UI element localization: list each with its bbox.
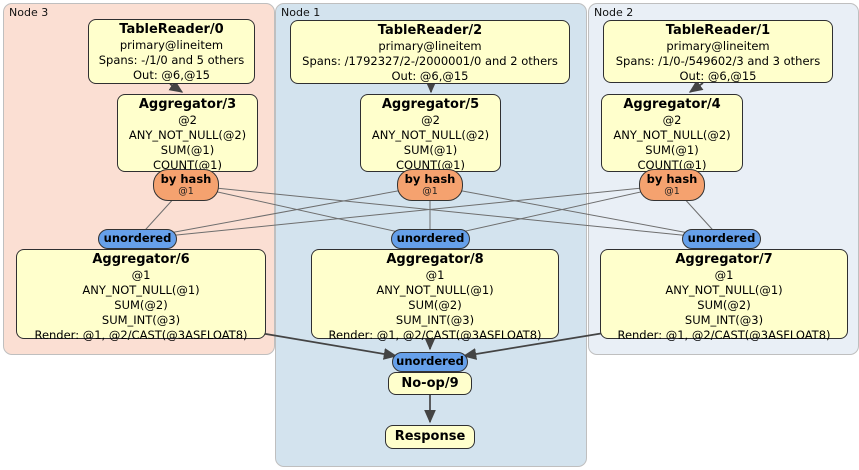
node-3-label: Node 3	[9, 6, 49, 19]
box-line: Render: @1, @2/CAST(@3ASFLOAT8)	[34, 328, 248, 342]
node-2-label: Node 2	[594, 6, 634, 19]
aggregator-7-box: Aggregator/7 @1 ANY_NOT_NULL(@1) SUM(@2)…	[600, 249, 848, 342]
hash-router-label: by hash	[160, 172, 212, 186]
box-line: ANY_NOT_NULL(@2)	[371, 128, 490, 142]
hash-router-label: by hash	[646, 172, 698, 186]
node-1-label: Node 1	[281, 6, 321, 19]
box-line: SUM_INT(@3)	[684, 313, 764, 327]
box-line: Render: @1, @2/CAST(@3ASFLOAT8)	[617, 328, 831, 342]
hash-router-label: by hash	[404, 172, 456, 186]
box-line: Out: @6,@15	[133, 68, 210, 82]
tablereader-0-box: TableReader/0 primary@lineitem Spans: -/…	[88, 19, 255, 84]
hash-router-columns: @1	[178, 186, 194, 197]
box-line: primary@lineitem	[378, 39, 482, 53]
box-line: Render: @1, @2/CAST(@3ASFLOAT8)	[328, 328, 542, 342]
unordered-sync-oval: unordered	[682, 229, 761, 249]
unordered-sync-oval: unordered	[391, 229, 470, 249]
box-line: SUM_INT(@3)	[395, 313, 475, 327]
processor-title: Aggregator/8	[386, 252, 484, 267]
box-line: Spans: /1792327/2-/2000001/0 and 2 other…	[302, 54, 558, 68]
aggregator-5-box: Aggregator/5 @2 ANY_NOT_NULL(@2) SUM(@1)…	[360, 94, 501, 172]
hash-router-oval: by hash @1	[153, 169, 219, 201]
box-line: @1	[131, 268, 151, 282]
hash-router-oval: by hash @1	[397, 169, 463, 201]
box-line: primary@lineitem	[666, 39, 770, 53]
aggregator-6-box: Aggregator/6 @1 ANY_NOT_NULL(@1) SUM(@2)…	[16, 249, 266, 342]
tablereader-2-box: TableReader/2 primary@lineitem Spans: /1…	[290, 20, 570, 84]
box-line: COUNT(@1)	[396, 158, 465, 172]
box-line: SUM(@2)	[408, 298, 462, 312]
box-line: ANY_NOT_NULL(@2)	[613, 128, 731, 142]
aggregator-3-box: Aggregator/3 @2 ANY_NOT_NULL(@2) SUM(@1)…	[117, 94, 258, 172]
processor-title: TableReader/1	[665, 23, 771, 38]
aggregator-4-box: Aggregator/4 @2 ANY_NOT_NULL(@2) SUM(@1)…	[601, 94, 743, 172]
processor-title: TableReader/0	[119, 22, 224, 37]
unordered-sync-oval: unordered	[98, 229, 177, 249]
box-line: Out: @6,@15	[391, 69, 469, 83]
box-line: SUM(@1)	[645, 143, 699, 157]
box-line: ANY_NOT_NULL(@2)	[128, 128, 247, 142]
box-line: SUM(@1)	[403, 143, 458, 157]
box-line: COUNT(@1)	[153, 158, 222, 172]
final-unordered-sync-oval: unordered	[392, 352, 468, 372]
box-line: SUM(@2)	[114, 298, 168, 312]
processor-title: Aggregator/3	[138, 97, 237, 112]
box-line: Out: @6,@15	[679, 69, 757, 83]
box-line: COUNT(@1)	[637, 158, 707, 172]
noop-box: No-op/9	[388, 372, 472, 395]
box-line: ANY_NOT_NULL(@1)	[376, 283, 494, 297]
response-box: Response	[385, 425, 475, 449]
hash-router-columns: @1	[664, 186, 680, 197]
box-line: @2	[178, 113, 197, 127]
box-line: Spans: /1/0-/549602/3 and 3 others	[615, 54, 821, 68]
processor-title: Aggregator/5	[381, 97, 480, 112]
hash-router-oval: by hash @1	[639, 169, 705, 201]
box-line: primary@lineitem	[119, 38, 224, 52]
tablereader-1-box: TableReader/1 primary@lineitem Spans: /1…	[603, 20, 833, 83]
box-line: @1	[425, 268, 445, 282]
hash-router-columns: @1	[422, 186, 438, 197]
processor-title: Aggregator/4	[623, 97, 721, 112]
box-line: SUM(@2)	[697, 298, 751, 312]
box-line: Spans: -/1/0 and 5 others	[98, 53, 245, 67]
processor-title: Aggregator/7	[675, 252, 773, 267]
box-line: SUM_INT(@3)	[101, 313, 181, 327]
processor-title: TableReader/2	[377, 23, 483, 38]
box-line: ANY_NOT_NULL(@1)	[665, 283, 783, 297]
box-line: SUM(@1)	[160, 143, 215, 157]
box-line: ANY_NOT_NULL(@1)	[82, 283, 200, 297]
processor-title: Aggregator/6	[92, 252, 190, 267]
box-line: @2	[421, 113, 440, 127]
aggregator-8-box: Aggregator/8 @1 ANY_NOT_NULL(@1) SUM(@2)…	[311, 249, 559, 342]
box-line: @2	[662, 113, 682, 127]
box-line: @1	[714, 268, 734, 282]
